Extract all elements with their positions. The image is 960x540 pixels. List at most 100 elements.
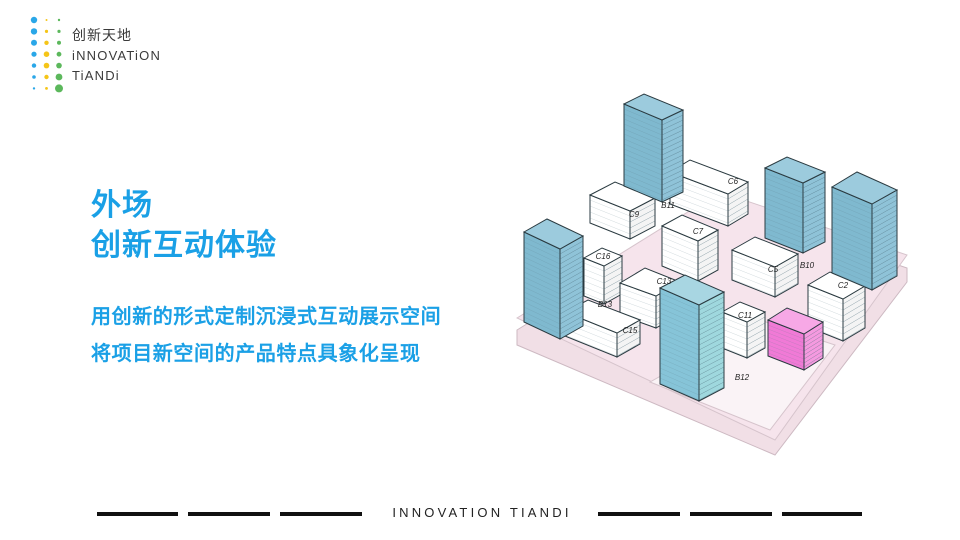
logo-dot [44,40,49,45]
floor-line [523,306,561,325]
floor-line [746,340,766,352]
floor-line [629,220,656,235]
floor-line [831,191,873,210]
tower-c4-left-face [623,103,663,203]
floor-line [831,211,873,230]
floor-line [802,231,826,244]
floor-line [767,352,805,368]
floor-line [842,308,866,323]
plot-label: B12 [735,373,750,382]
floor-line [871,194,898,210]
floor-line [764,172,804,189]
floor-line [559,300,584,315]
page-title: 外场 创新互动体验 [91,186,277,266]
floor-line [802,191,826,204]
floor-line [842,296,866,311]
floor-line [623,113,663,131]
floor-line [746,334,766,346]
page-subtitle: 用创新的形式定制沉浸式互动展示空间 将项目新空间的产品特点具象化呈现 [91,298,441,372]
floor-line [871,264,898,280]
floor-line [721,346,748,358]
floor-line [831,251,873,270]
floor-line [659,347,700,366]
floor-line [659,357,700,376]
floor-line [589,217,631,235]
floor-line [564,328,618,351]
logo-dot [30,28,38,35]
floor-line [523,261,561,280]
floor-line [746,328,766,340]
floor-line [523,241,561,260]
floor-line [698,381,725,396]
logo-dot [31,63,37,68]
floor-line [721,316,748,328]
floor-line [871,209,898,225]
floor-line [803,326,824,340]
floor-line [661,159,684,171]
tower-c1-right-face [871,189,898,291]
floor-line [831,216,873,235]
logo-dot [43,51,50,57]
floor-line [831,206,873,225]
floor-line [871,229,898,245]
floor-line [842,290,866,305]
floor-line [523,236,561,255]
floor-line [559,285,584,300]
floor-line [698,351,725,366]
plot-label: C5 [768,265,779,274]
floor-line [659,382,700,401]
floor-line [727,204,749,218]
floor-line [767,324,805,340]
floor-line [603,272,623,284]
tower-c10 [766,307,825,371]
floor-line [831,221,873,240]
floor-line [583,292,605,302]
floor-line [661,139,684,151]
floor-line [764,177,804,194]
title-line-1: 外场 [91,188,153,223]
floor-line [807,289,844,305]
floor-line [767,336,805,352]
floor-line [661,124,684,136]
floor-line [767,344,805,360]
floor-line [661,230,699,247]
floor-line [623,183,663,201]
floor-line [583,262,605,272]
floor-line [746,322,766,334]
floor-line [523,246,561,265]
logo-name-en-1: iNNOVATiON [72,48,162,63]
floor-line [764,227,804,244]
floor-line [697,252,719,265]
tower-c10-roof [766,307,825,335]
logo-dot [45,87,48,90]
floor-line [727,210,749,224]
floor-line [764,232,804,249]
floor-line [659,312,700,331]
floor-line [767,340,805,356]
floor-line [629,214,656,229]
building-c9 [588,181,657,240]
floor-line [831,231,873,250]
floor-line [523,281,561,300]
floor-line [661,134,684,146]
tower-c3-roof [763,156,827,184]
floor-line [698,296,725,311]
logo-dot [31,51,37,57]
logo-dot [30,16,38,24]
logo-dot [56,62,62,69]
floor-line [774,282,799,297]
floor-line [523,256,561,275]
floor-line [871,244,898,260]
floor-line [661,254,699,271]
floor-line [803,338,824,352]
floor-line [831,246,873,265]
plot-label: C11 [738,311,752,320]
floor-line [589,211,631,229]
floor-line [842,326,866,341]
floor-line [764,192,804,209]
plot-label: B10 [800,261,815,270]
floor-line [623,178,663,196]
floor-line [603,260,623,272]
floor-line [661,154,684,166]
floor-line [616,330,641,345]
